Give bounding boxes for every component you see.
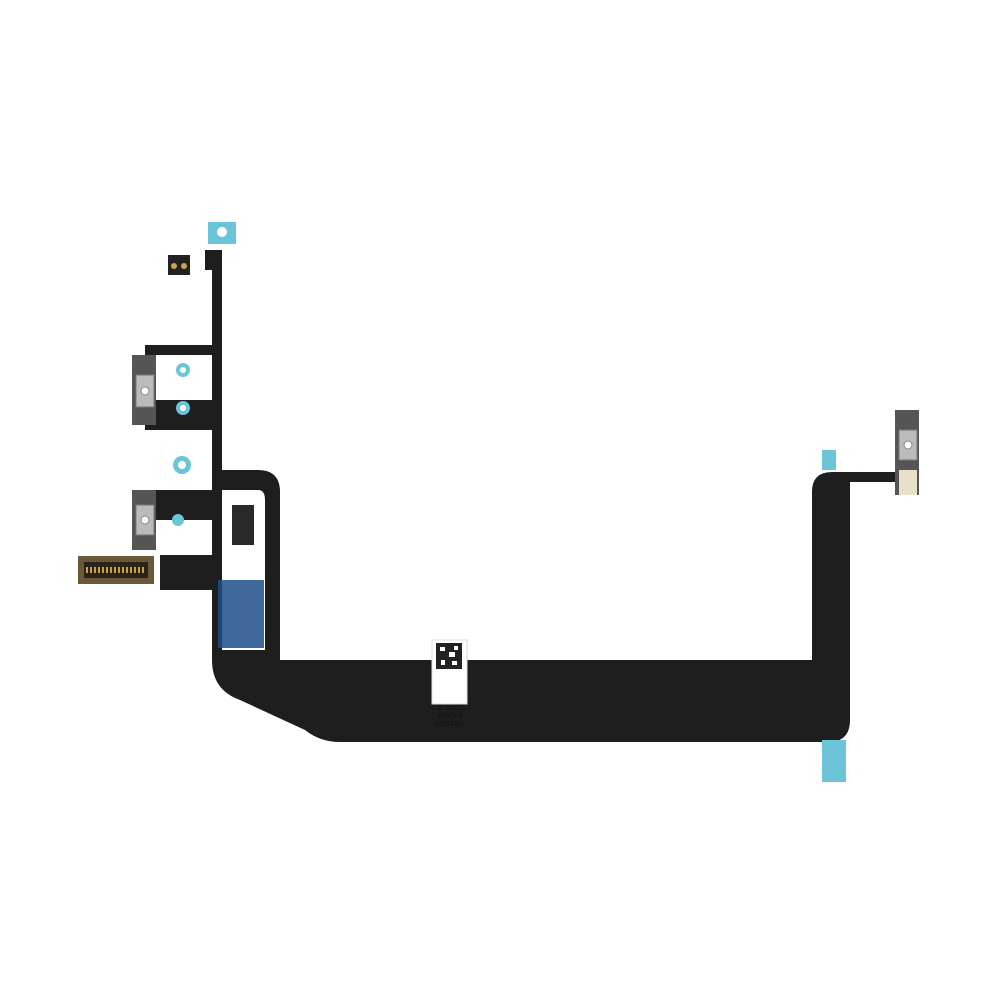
connector — [78, 556, 154, 584]
label-line: 5548-D — [438, 702, 463, 710]
gold-contacts — [168, 255, 190, 275]
button-switch — [132, 490, 156, 550]
label-line: AJCK08 — [438, 710, 463, 718]
flex-cable-body — [145, 250, 905, 742]
button-switch — [132, 355, 156, 425]
button-switch — [895, 410, 919, 495]
label-line: CR11285 — [434, 718, 463, 726]
blue-tape — [218, 580, 264, 648]
adhesive-tabs — [172, 222, 846, 782]
serial-label: CR11285 AJCK08 5548-D — [431, 639, 468, 726]
